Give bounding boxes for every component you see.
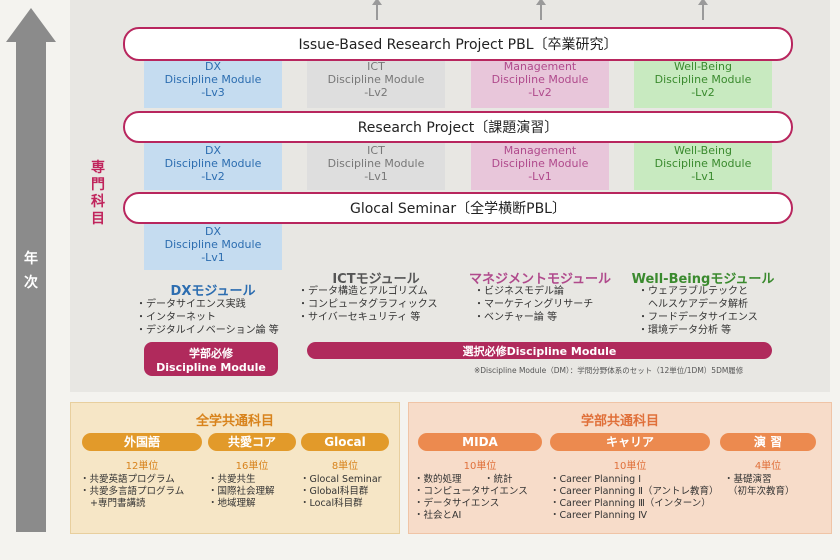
research-project-band: Research Project〔課題演習〕 [123, 111, 793, 143]
foreign-language-tag: 外国語 [82, 433, 202, 451]
year-axis-arrowhead [6, 8, 56, 42]
foreign-language-list: 共愛英語プログラム共愛多言語プログラム +専門書講読 [80, 474, 210, 510]
year-axis-arrow [16, 40, 46, 532]
year-axis-label-1: 年 [24, 251, 38, 267]
upward-arrow [372, 0, 382, 20]
seminar-tag: 演 習 [720, 433, 816, 451]
mida-list: 数的処理コンピュータサイエンス データサイエンス社会とAI [414, 474, 544, 522]
faculty-common-title: 学部共通科目 [580, 414, 659, 429]
wellbeing-module-title: Well-Beingモジュール [631, 272, 775, 287]
upward-arrow [698, 0, 708, 20]
mida-extra-item: 統計 [484, 474, 524, 486]
kyoai-core-list: 共愛共生国際社会理解地域理解 [208, 474, 303, 510]
foreign-language-units: 12単位 [125, 461, 159, 472]
career-units: 10単位 [613, 461, 647, 472]
mida-tag: MIDA [418, 433, 542, 451]
upward-arrow [536, 0, 546, 20]
kyoai-core-units: 16単位 [235, 461, 269, 472]
specialized-subjects-label: 専 門 科 目 [91, 160, 105, 227]
ict-module-title: ICTモジュール [332, 272, 420, 287]
kyoai-core-tag: 共愛コア [208, 433, 296, 451]
pbl-band: Issue-Based Research Project PBL〔卒業研究〕 [123, 27, 793, 61]
dx-module-title: DXモジュール [170, 284, 256, 299]
elective-required-pill: 選択必修Discipline Module [307, 342, 772, 359]
wellbeing-module-list: ウェアラブルテックと ヘルスケアデータ解析 フードデータサイエンス環境データ分析… [638, 285, 788, 337]
glocal-list: Glocal SeminarGlobal科目群Local科目群 [300, 474, 395, 510]
university-common-title: 全学共通科目 [195, 414, 274, 429]
seminar-units: 4単位 [754, 461, 782, 472]
management-module-title: マネジメントモジュール [468, 272, 612, 287]
year-axis-label-2: 次 [24, 275, 38, 291]
glocal-units: 8単位 [331, 461, 359, 472]
dx-module-list: データサイエンス実践インターネットデジタルイノベーション論 等 [136, 298, 296, 337]
seminar-list: 基礎演習 （初年次教育） [724, 474, 824, 498]
footnote: ※Discipline Module（DM）：学問分野体系のセット（12単位/1… [474, 366, 744, 375]
glocal-tag: Glocal [301, 433, 389, 451]
management-module-list: ビジネスモデル論マーケティングリサーチベンチャー論 等 [474, 285, 624, 324]
university-common-panel [70, 402, 400, 534]
career-tag: キャリア [550, 433, 710, 451]
glocal-seminar-band: Glocal Seminar〔全学横断PBL〕 [123, 192, 793, 224]
mida-units: 10単位 [463, 461, 497, 472]
career-list: Career Planning ⅠCareer Planning Ⅱ（アントレ教… [550, 474, 720, 522]
ict-module-list: データ構造とアルゴリズムコンピュータグラフィックスサイバーセキュリティ 等 [298, 285, 458, 324]
